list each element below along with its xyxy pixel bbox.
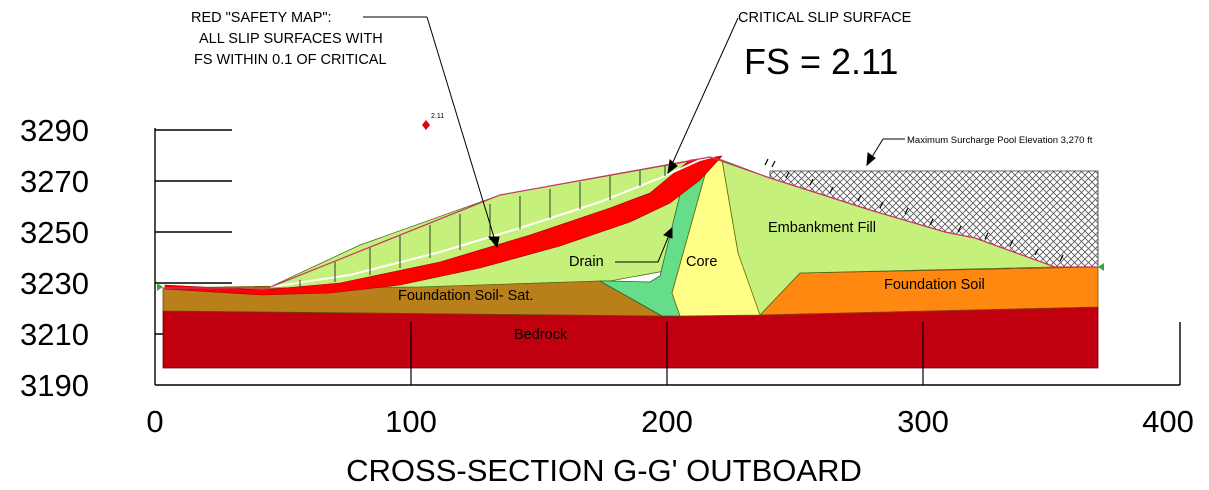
y-tick-3190: 3190 <box>20 368 89 403</box>
embankment-fill-label: Embankment Fill <box>768 220 876 236</box>
x-tick-400: 400 <box>1142 404 1194 439</box>
critical-slip-line <box>269 155 716 288</box>
safety-map-line-2: ALL SLIP SURFACES WITH <box>199 31 383 47</box>
core-zone <box>671 156 761 317</box>
critical-slip-label: CRITICAL SLIP SURFACE <box>738 10 912 26</box>
y-tick-3250: 3250 <box>20 215 89 250</box>
embankment-fill-downstream <box>267 156 711 289</box>
x-tick-200: 200 <box>641 404 693 439</box>
x-tick-0: 0 <box>146 404 163 439</box>
bedrock-layer <box>162 306 1099 369</box>
fs-value-label: FS = 2.11 <box>744 41 898 82</box>
figure-title: CROSS-SECTION G-G' OUTBOARD <box>346 453 862 488</box>
core-label: Core <box>686 254 717 270</box>
left-boundary-marker <box>157 283 163 291</box>
safety-map-line-3: FS WITHIN 0.1 OF CRITICAL <box>194 52 387 68</box>
y-tick-3230: 3230 <box>20 266 89 301</box>
y-tick-3270: 3270 <box>20 164 89 199</box>
ground-surface-line <box>163 156 1098 289</box>
foundation-soil-sat-label: Foundation Soil- Sat. <box>398 288 533 304</box>
foundation-soil-label: Foundation Soil <box>884 277 985 293</box>
pool-elevation-label: Maximum Surcharge Pool Elevation 3,270 f… <box>907 135 1093 146</box>
y-tick-3290: 3290 <box>20 113 89 148</box>
x-tick-300: 300 <box>897 404 949 439</box>
slip-center-fs-label: 2.11 <box>431 113 444 120</box>
slip-center-point <box>422 120 430 130</box>
safety-map-line-1: RED "SAFETY MAP": <box>191 10 332 26</box>
bedrock-label: Bedrock <box>514 327 568 343</box>
x-grid-lines <box>410 322 924 385</box>
x-tick-100: 100 <box>385 404 437 439</box>
safety-map-band <box>164 155 723 296</box>
drain-label: Drain <box>569 254 604 270</box>
right-boundary-marker <box>1098 263 1104 271</box>
y-tick-3210: 3210 <box>20 317 89 352</box>
slice-lines <box>299 165 666 287</box>
pool-surface-marks <box>764 158 1064 262</box>
annotation-leaders <box>363 16 905 263</box>
